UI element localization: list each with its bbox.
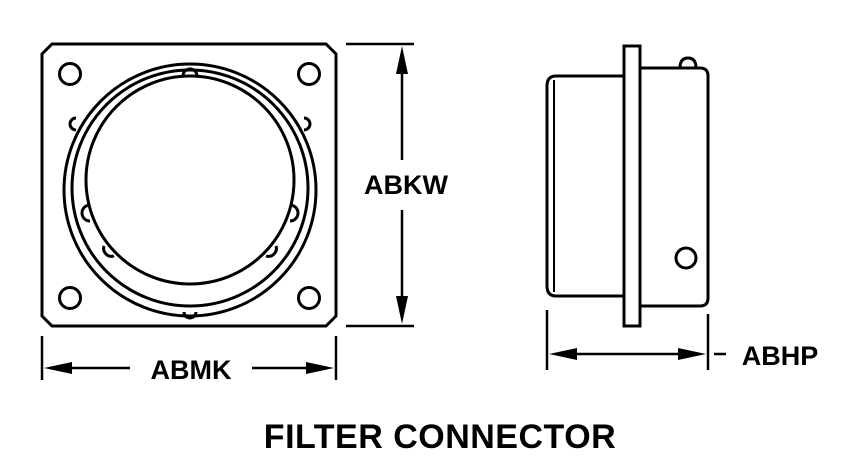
keyway-lower-right <box>265 245 278 258</box>
dimension-label-depth: ABHP <box>742 341 819 371</box>
mounting-hole-bottom-right <box>297 286 321 310</box>
abhp-arrow-right <box>678 348 706 360</box>
front-flange-outline <box>40 42 338 328</box>
coupling-nub <box>678 56 698 69</box>
mounting-hole-top-right <box>297 62 321 86</box>
side-hole <box>674 246 698 270</box>
abkw-arrow-up <box>396 46 408 74</box>
coupling-ring-outer <box>62 62 318 318</box>
keyway-right <box>289 203 300 223</box>
abhp-arrow-left <box>549 348 577 360</box>
mounting-hole-bottom-left <box>58 286 82 310</box>
keyway-left <box>80 203 91 223</box>
ring-lug-right <box>303 116 312 132</box>
insert-opening <box>84 74 296 286</box>
dimension-label-width: ABMK <box>151 355 232 385</box>
keyway-top <box>181 67 199 77</box>
diagram-title: FILTER CONNECTOR <box>264 418 616 456</box>
abmk-arrow-right <box>306 362 334 374</box>
dimension-lines <box>40 42 726 380</box>
front-body <box>640 66 710 308</box>
ring-lug-bottom <box>182 311 198 320</box>
abkw-arrow-down <box>396 296 408 324</box>
front-view <box>40 42 338 328</box>
side-flange-plate <box>622 44 642 328</box>
side-view <box>545 44 710 328</box>
abmk-arrow-left <box>44 362 72 374</box>
keyway-lower-left <box>102 245 115 258</box>
coupling-ring-inner <box>70 68 310 308</box>
mounting-hole-top-left <box>58 62 82 86</box>
rear-body <box>545 74 624 298</box>
ring-lug-left <box>68 116 77 132</box>
dimension-label-height: ABKW <box>364 170 448 200</box>
